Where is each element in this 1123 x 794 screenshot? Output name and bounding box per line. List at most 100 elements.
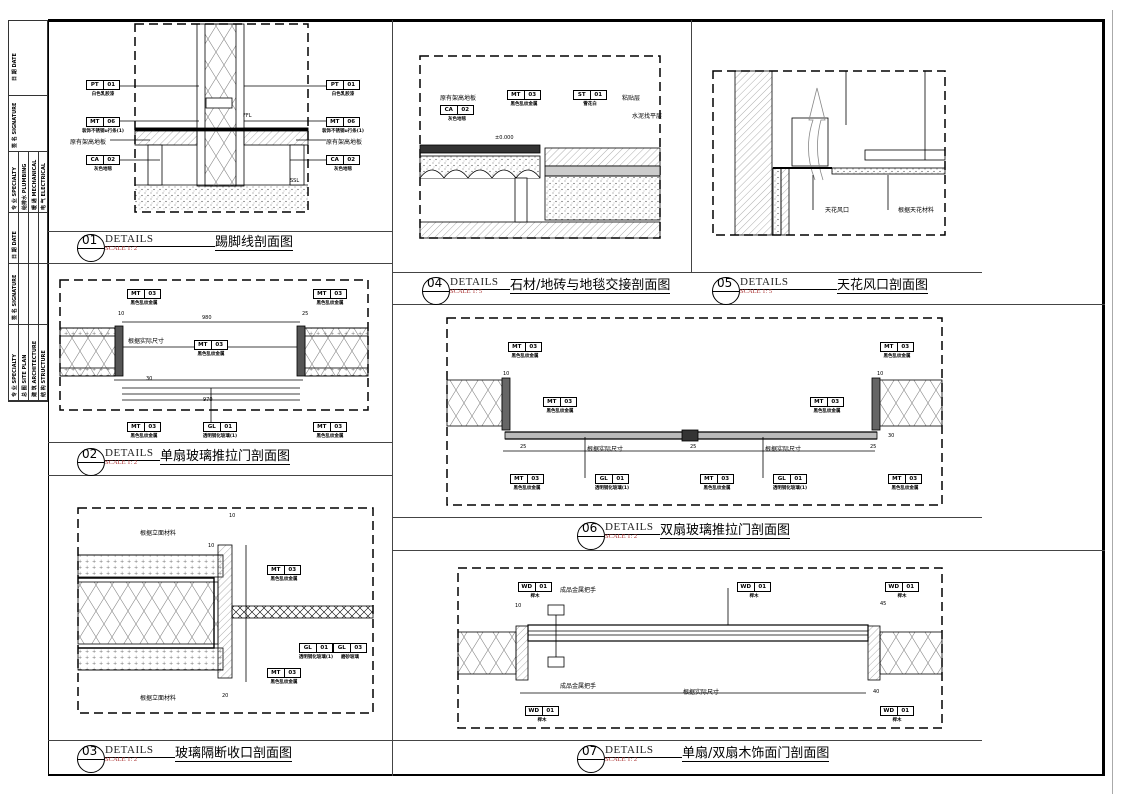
detail-title: 双扇玻璃推拉门剖面图 bbox=[660, 519, 791, 539]
dimension-label: 45 bbox=[880, 601, 887, 607]
tag-code: ST bbox=[574, 91, 591, 99]
tag-description: 黑色乱纹金属 bbox=[546, 409, 574, 414]
tag-code: GL bbox=[774, 475, 791, 483]
tag-number: 01 bbox=[347, 82, 356, 88]
detail-05-drawing bbox=[734, 70, 946, 236]
tag-number: 03 bbox=[354, 645, 363, 651]
sheet-top-bar bbox=[48, 19, 1105, 22]
detail-number: 02 bbox=[82, 447, 98, 461]
divider bbox=[392, 272, 982, 273]
tag-number: 02 bbox=[461, 107, 470, 113]
tag-description: 黑色乱纹金属 bbox=[511, 354, 539, 359]
detail-06-drawing bbox=[446, 377, 943, 478]
tag-description: 黑色乱纹金属 bbox=[703, 486, 731, 491]
tag-description: 雪花白 bbox=[583, 102, 597, 107]
annotation-note: 原有架高地板 bbox=[326, 139, 363, 146]
tag-description: 榉木 bbox=[897, 594, 907, 599]
tag-number: 01 bbox=[107, 82, 116, 88]
annotation-note: 根据实际尺寸 bbox=[765, 446, 802, 453]
dimension-label: 10 bbox=[229, 513, 236, 519]
annotation-note: 成品金属把手 bbox=[560, 683, 597, 690]
detail-scale: SCALE 1: 5 bbox=[450, 288, 483, 295]
divider bbox=[392, 517, 982, 518]
tag-description: 黑色乱纹金属 bbox=[197, 352, 225, 357]
details-label: DETAILS bbox=[450, 276, 499, 288]
tag-code: CA bbox=[87, 156, 104, 164]
tag-number: 01 bbox=[539, 584, 548, 590]
detail-number: 06 bbox=[582, 521, 598, 535]
tag-description: 透明钢化玻璃(1) bbox=[772, 486, 808, 491]
dimension-label: 10 bbox=[877, 371, 884, 377]
tag-description: 黑色乱纹金属 bbox=[891, 486, 919, 491]
tag-number: 03 bbox=[334, 291, 343, 297]
tag-number: 01 bbox=[224, 424, 233, 430]
detail-number: 04 bbox=[427, 276, 443, 290]
title-underline bbox=[450, 289, 510, 290]
details-label: DETAILS bbox=[105, 233, 154, 245]
tag-description: 黑色乱纹金属 bbox=[513, 486, 541, 491]
annotation-note: 天花风口 bbox=[825, 207, 850, 214]
details-label: DETAILS bbox=[605, 521, 654, 533]
detail-07-drawing bbox=[457, 588, 943, 694]
dimension-label: 25 bbox=[520, 444, 527, 450]
annotation-note: 原有架高地板 bbox=[70, 139, 107, 146]
tag-description: 黑色乱纹金属 bbox=[510, 102, 538, 107]
divider bbox=[48, 740, 392, 741]
tag-number: 03 bbox=[528, 92, 537, 98]
detail-scale: SCALE 1: 2 bbox=[605, 533, 638, 540]
dimension-label: FFL bbox=[243, 113, 252, 119]
detail-title: 石材/地砖与地毯交接剖面图 bbox=[510, 274, 671, 294]
dimension-label: 40 bbox=[873, 689, 880, 695]
tag-number: 03 bbox=[148, 424, 157, 430]
tag-code: MT bbox=[889, 475, 906, 483]
detail-title: 踢脚线剖面图 bbox=[215, 231, 294, 251]
detail-scale: SCALE 1: 2 bbox=[105, 245, 138, 252]
tag-code: MT bbox=[881, 343, 898, 351]
tag-description: 白色乳胶漆 bbox=[91, 92, 115, 97]
detail-number-bubble bbox=[422, 277, 450, 305]
divider bbox=[392, 20, 393, 776]
title-underline bbox=[740, 289, 837, 290]
annotation-note: 根据天花材料 bbox=[898, 207, 935, 214]
details-label: DETAILS bbox=[740, 276, 789, 288]
tag-code: MT bbox=[128, 290, 145, 298]
tag-code: MT bbox=[544, 398, 561, 406]
detail-scale: SCALE 1: 2 bbox=[605, 756, 638, 763]
tag-description: 榉木 bbox=[530, 594, 540, 599]
tag-description: 透明钢化玻璃(1) bbox=[202, 434, 238, 439]
tag-description: 灰色地毯 bbox=[334, 167, 352, 172]
tag-description: 黑色乱纹金属 bbox=[883, 354, 911, 359]
tb-divider bbox=[18, 151, 19, 401]
dimension-label: 30 bbox=[146, 376, 153, 382]
tag-code: GL bbox=[300, 644, 317, 652]
tag-code: MT bbox=[268, 566, 285, 574]
tag-number: 03 bbox=[215, 342, 224, 348]
tb-divider bbox=[28, 151, 29, 401]
